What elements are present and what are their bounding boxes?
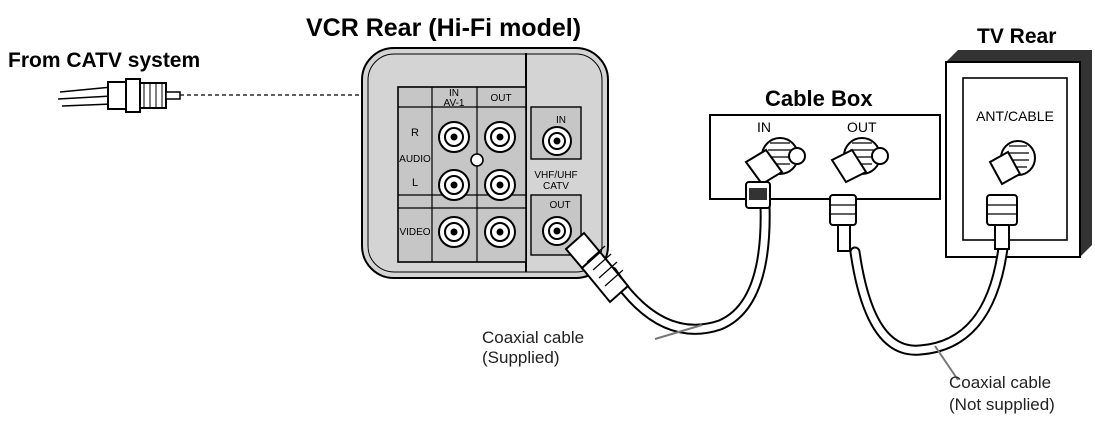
cable-box: [709, 114, 941, 200]
plug-vcr-out: [564, 231, 630, 304]
cable-not-supplied-label-1: Coaxial cable: [949, 373, 1051, 392]
cable-box-out-label: OUT: [847, 119, 877, 135]
vcr-rf-band-label-2: CATV: [543, 181, 569, 192]
vcr-jacks: [438, 121, 572, 248]
cable-box-jacks: [788, 147, 889, 165]
vcr-rear-title: VCR Rear (Hi-Fi model): [306, 14, 581, 42]
vcr-out-label: OUT: [490, 93, 511, 104]
plug-cable-box-out: [829, 137, 881, 252]
cable-supplied-label-1: Coaxial cable: [482, 328, 584, 347]
cable-supplied-label-2: (Supplied): [482, 348, 560, 367]
vcr-in-label: IN: [449, 88, 459, 99]
vcr-audio-label: AUDIO: [399, 154, 431, 165]
coaxial-cable-not-supplied: [849, 242, 1009, 356]
vcr-av1-label: AV-1: [444, 98, 465, 109]
tv-ant-label: ANT/CABLE: [976, 108, 1054, 124]
plug-tv-ant: [986, 140, 1036, 250]
cable-not-supplied-label-2: (Not supplied): [949, 395, 1055, 414]
cable-box-title: Cable Box: [765, 86, 873, 111]
cable-box-in-label: IN: [757, 119, 771, 135]
plug-cable-box-in: [744, 137, 799, 209]
tv-rear-title: TV Rear: [977, 25, 1056, 48]
vcr-rf-band-label-1: VHF/UHF: [534, 170, 577, 181]
vcr-l-label: L: [412, 177, 418, 189]
from-catv-title: From CATV system: [8, 49, 200, 72]
callout-leader-supplied: [654, 324, 703, 340]
catv-incoming-connector: [57, 78, 181, 113]
vcr-rf-in-label: IN: [556, 115, 566, 126]
vcr-r-label: R: [411, 127, 419, 139]
vcr-rf-out-label: OUT: [549, 200, 570, 211]
vcr-video-label: VIDEO: [399, 227, 430, 238]
callout-leader-not-supplied: [934, 345, 959, 381]
